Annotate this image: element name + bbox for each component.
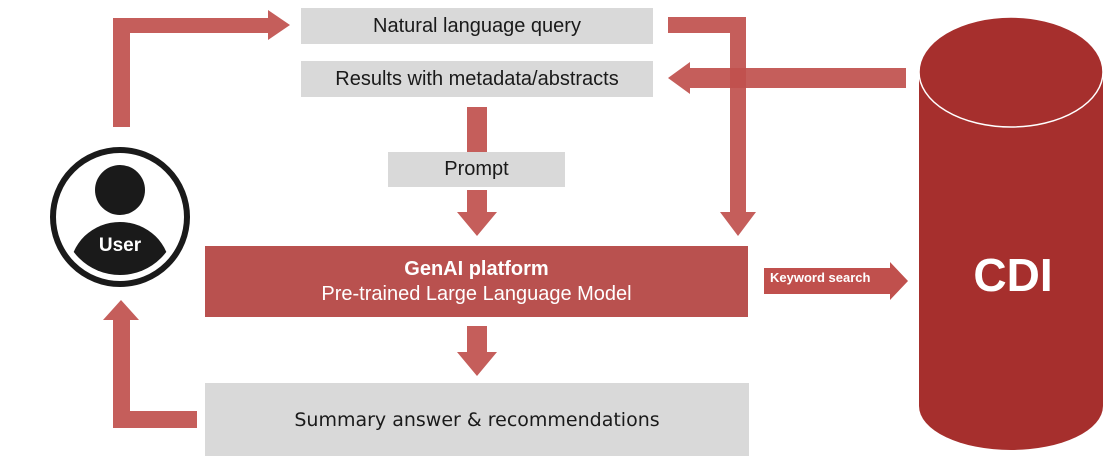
cdi-label: CDI bbox=[973, 249, 1053, 301]
cdi-cylinder bbox=[918, 16, 1104, 450]
arrow-summary-to-user bbox=[103, 300, 197, 428]
arrow-cdi-to-results bbox=[668, 62, 906, 94]
user-label: User bbox=[98, 235, 142, 256]
arrow-prompt-to-genai bbox=[457, 190, 497, 236]
user-icon bbox=[50, 147, 190, 287]
summary-box: Summary answer & recommendations bbox=[205, 383, 749, 456]
arrow-user-to-query bbox=[113, 10, 290, 127]
arrow-query-to-genai bbox=[668, 17, 756, 236]
keyword-search-label: Keyword search bbox=[770, 270, 871, 285]
prompt-box: Prompt bbox=[388, 152, 565, 187]
genai-platform-box: GenAI platform Pre-trained Large Languag… bbox=[205, 246, 748, 317]
arrow-results-to-prompt bbox=[467, 107, 487, 152]
natural-language-query-box: Natural language query bbox=[301, 8, 653, 44]
results-box: Results with metadata/abstracts bbox=[301, 61, 653, 97]
arrow-genai-to-summary bbox=[457, 326, 497, 376]
genai-platform-title: GenAI platform bbox=[404, 257, 549, 280]
genai-platform-subtitle: Pre-trained Large Language Model bbox=[321, 282, 632, 305]
keyword-search-arrow bbox=[764, 262, 908, 300]
